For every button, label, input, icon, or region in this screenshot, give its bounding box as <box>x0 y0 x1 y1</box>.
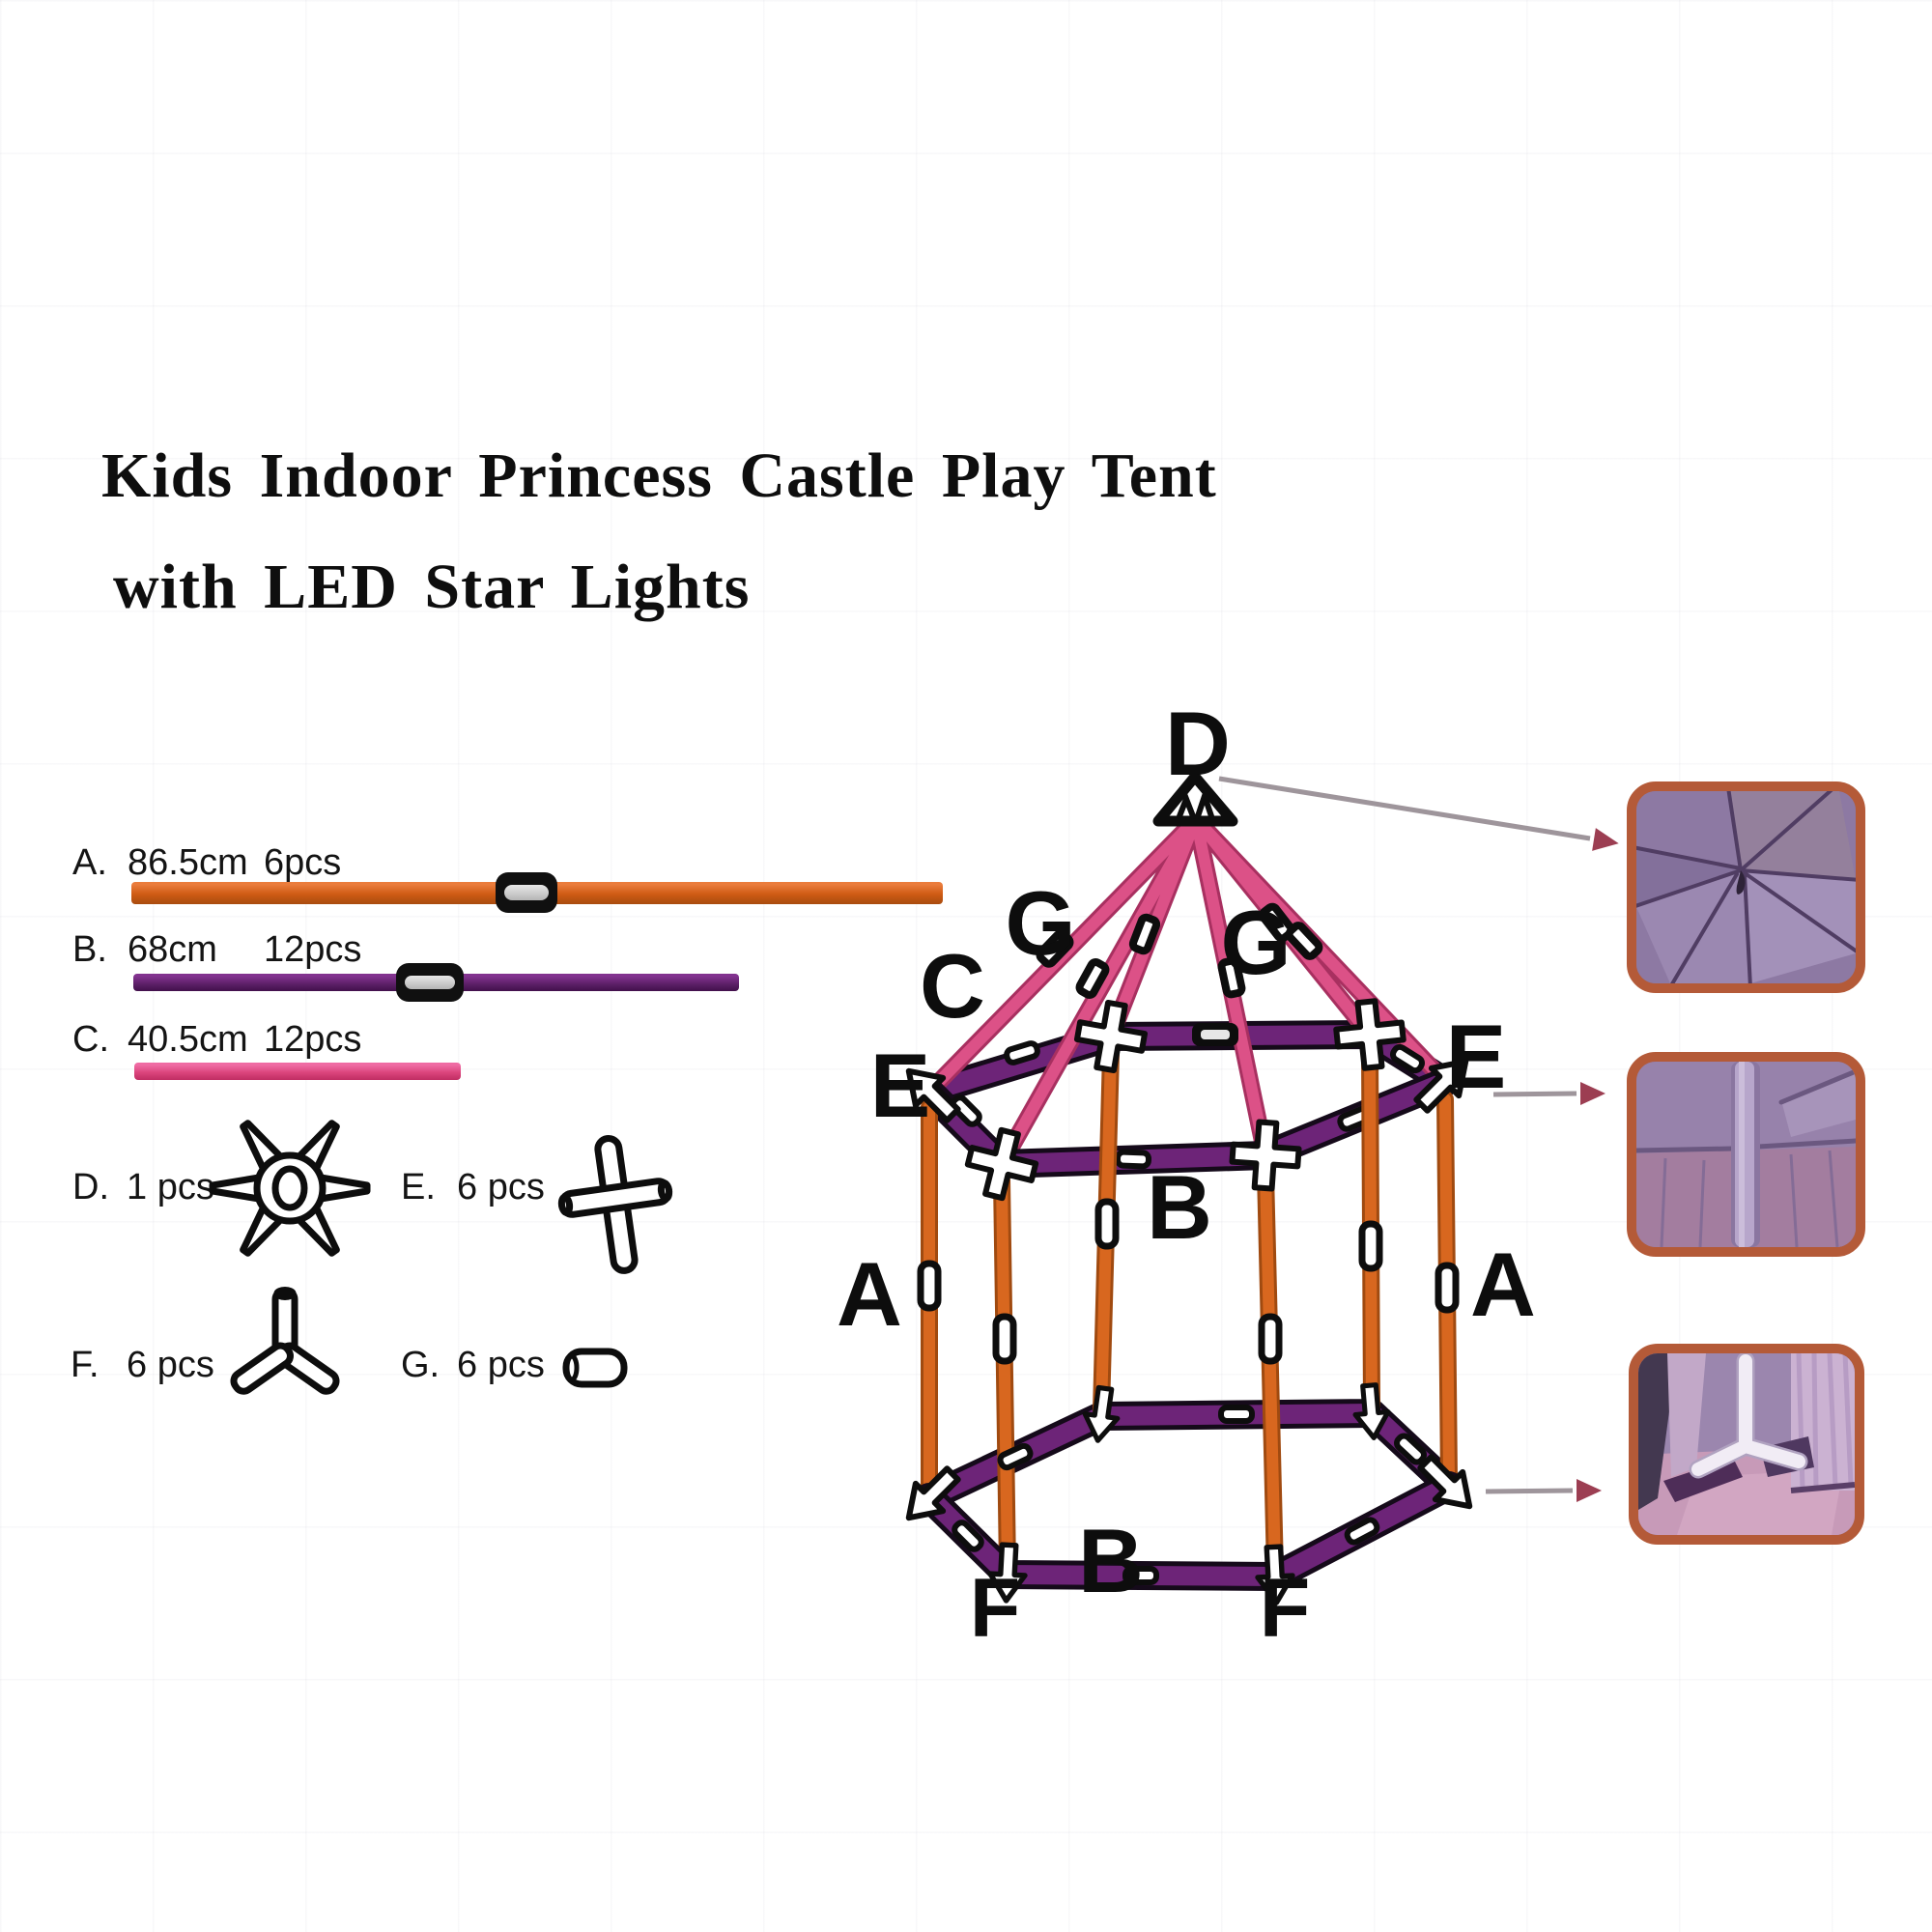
page-title-line1: Kids Indoor Princess Castle Play Tent <box>101 440 1217 511</box>
label-a-right: A <box>1470 1234 1536 1335</box>
label-a-left: A <box>837 1243 902 1345</box>
part-g-qty: 6 pcs <box>457 1345 545 1385</box>
label-g-left: G <box>1005 872 1075 974</box>
label-b-bottom: B <box>1078 1510 1144 1611</box>
arrow-to-base-photo <box>1485 1479 1602 1502</box>
part-c-qty: 12pcs <box>264 1019 362 1060</box>
page-title-line2: with LED Star Lights <box>113 552 751 622</box>
lower-ring-couplers <box>952 1405 1427 1585</box>
four-way-cross-connector-icon <box>557 1134 673 1274</box>
part-c-id: C. <box>72 1019 109 1060</box>
upper-ring-couplers <box>950 1023 1426 1170</box>
part-g-id: G. <box>401 1345 440 1385</box>
part-f-id: F. <box>71 1345 99 1385</box>
label-e-right: E <box>1446 1006 1507 1107</box>
part-d-qty: 1 pcs <box>127 1167 214 1208</box>
part-a-id: A. <box>72 842 107 883</box>
roof-tube-couplers <box>1036 902 1323 999</box>
part-b-length: 68cm <box>128 929 217 970</box>
label-f-right: F <box>1260 1562 1311 1655</box>
orange-pole-icon <box>131 872 943 913</box>
label-g-right: G <box>1220 892 1291 993</box>
label-c: C <box>920 935 985 1037</box>
six-way-star-connector-icon <box>209 1120 371 1257</box>
part-e-qty: 6 pcs <box>457 1167 545 1208</box>
three-way-y-connector-icon <box>230 1287 340 1395</box>
part-a-qty: 6pcs <box>264 842 342 883</box>
part-e-id: E. <box>401 1167 436 1208</box>
callout-arrows <box>1218 776 1619 1502</box>
part-d-id: D. <box>72 1167 109 1208</box>
roof-apex-interior-photo <box>1627 781 1865 993</box>
wall-pole-couplers <box>917 1198 1460 1365</box>
label-b-top: B <box>1147 1156 1212 1258</box>
part-f-qty: 6 pcs <box>127 1345 214 1385</box>
part-b-qty: 12pcs <box>264 929 362 970</box>
diagram-labels: D G G C E E B A A B F F <box>837 693 1536 1655</box>
label-e-left: E <box>870 1035 931 1136</box>
purple-pole-icon <box>133 963 739 1002</box>
floor-corner-photo-art <box>1638 1353 1855 1535</box>
part-b-id: B. <box>72 929 107 970</box>
pole-coupler-icon <box>396 963 464 1002</box>
arrow-to-apex-photo <box>1218 776 1619 851</box>
pink-pole-icon <box>134 1063 461 1080</box>
apex-star-connector <box>1152 771 1238 827</box>
wall-junction-photo-art <box>1636 1062 1856 1247</box>
floor-corner-connector-photo <box>1629 1344 1864 1545</box>
label-f-left: F <box>970 1562 1021 1655</box>
roof-apex-photo-art <box>1636 791 1856 983</box>
part-c-length: 40.5cm <box>128 1019 248 1060</box>
arrow-to-ring-photo <box>1492 1082 1605 1105</box>
part-a-length: 86.5cm <box>128 842 248 883</box>
straight-tube-coupler-icon <box>562 1348 628 1388</box>
wall-pole-junction-photo <box>1627 1052 1865 1257</box>
pole-coupler-icon <box>496 872 557 913</box>
lower-ring-joints <box>905 1382 1473 1605</box>
upper-ring-joints <box>905 998 1469 1202</box>
